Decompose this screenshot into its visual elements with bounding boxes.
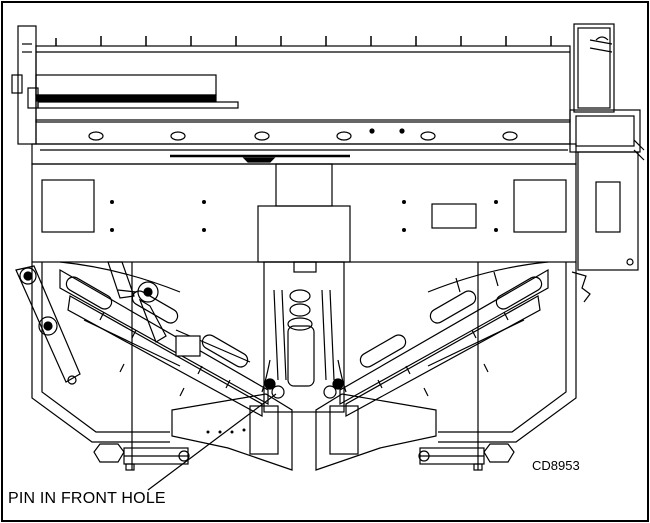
lower-frame — [31, 262, 577, 443]
left-jack-stand — [93, 443, 190, 471]
center-cylinder — [261, 261, 347, 413]
left-pivot-links — [15, 261, 167, 385]
right-spreader-arm — [339, 261, 591, 418]
right-gearbox — [569, 23, 645, 271]
top-hopper — [35, 36, 571, 123]
figure-id: CD8953 — [532, 458, 580, 473]
frame-rails — [31, 119, 577, 165]
right-jack-stand — [418, 443, 515, 471]
hitch-plates — [171, 378, 437, 471]
left-side-bracket — [11, 25, 39, 145]
main-beam — [31, 163, 577, 263]
left-spreader-arm — [59, 261, 269, 418]
callout-label: PIN IN FRONT HOLE — [8, 490, 166, 507]
callout-leader — [147, 393, 277, 491]
cables — [131, 262, 479, 470]
